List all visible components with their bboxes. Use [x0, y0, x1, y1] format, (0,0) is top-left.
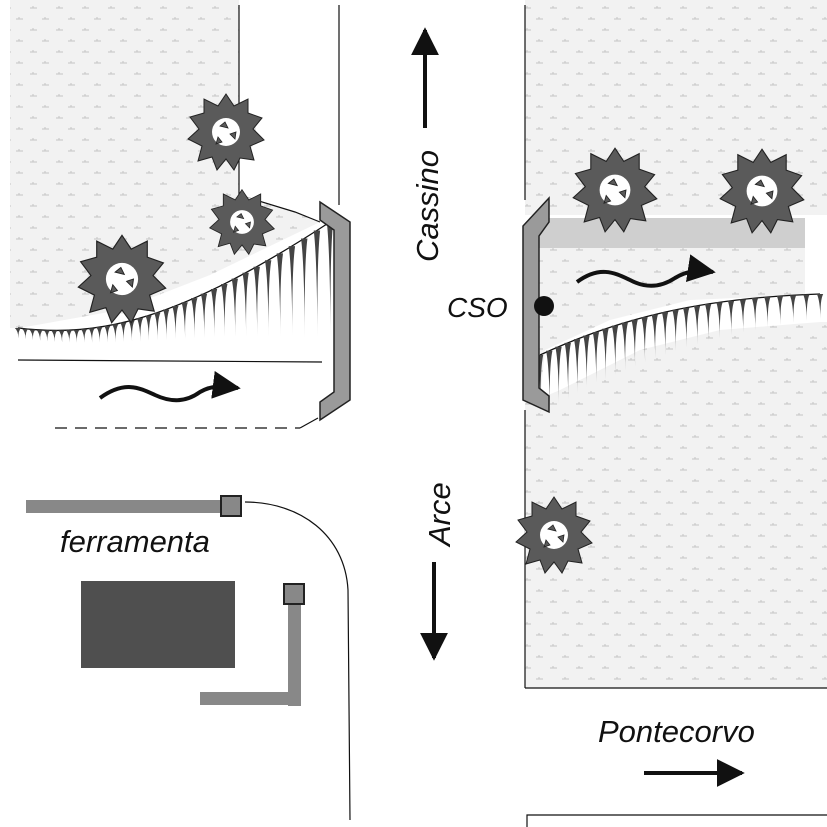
slope-tick: [326, 222, 334, 338]
slope-tick: [546, 350, 553, 410]
wavy-flow-arrow-icon: [98, 370, 241, 403]
slope-tick: [682, 307, 690, 348]
slope-tick: [602, 328, 609, 380]
slope-tick: [611, 325, 619, 375]
slope-tick: [172, 305, 179, 340]
wavy-flow-arrow-icon: [575, 254, 716, 288]
slope-tick: [29, 329, 36, 341]
slope-tick: [536, 355, 544, 415]
slope-tick: [751, 298, 759, 330]
direction-arrows: [411, 27, 745, 787]
canal-dashed-link: [299, 417, 319, 429]
slope-tick: [789, 295, 797, 323]
label-arce: Arce: [422, 482, 457, 548]
embankment-left: [14, 221, 334, 343]
slope-tick: [104, 325, 111, 343]
slope-tick: [739, 299, 747, 333]
slope-tick: [651, 314, 658, 359]
field-right-middle: [525, 248, 805, 410]
slope-tick: [181, 302, 188, 339]
fence-bottom: [200, 692, 301, 705]
slope-tick: [210, 289, 218, 338]
slope-tick: [661, 312, 669, 355]
slope-tick: [573, 339, 581, 394]
road-edges: [17, 5, 827, 827]
slope-tick: [145, 315, 152, 341]
slope-tick: [43, 330, 51, 342]
slope-tick: [154, 312, 161, 341]
slope-tick: [112, 324, 119, 343]
slope-tick: [22, 328, 29, 340]
slope-tick: [88, 328, 95, 343]
slope-tick: [65, 330, 73, 343]
slope-tick: [80, 329, 88, 343]
slope-tick: [162, 309, 170, 340]
slope-tick: [716, 302, 723, 339]
slope-tick: [276, 253, 284, 337]
flow-arrows: [98, 254, 716, 403]
embankment-right-hatching: [536, 294, 824, 415]
slope-tick: [221, 283, 228, 337]
slope-tick: [58, 330, 65, 343]
fence-post-a: [220, 495, 242, 517]
slope-tick: [14, 328, 22, 339]
slope-tick: [253, 266, 260, 337]
embankment-right: [536, 293, 824, 415]
slope-tick: [641, 317, 648, 363]
curb-corner: [244, 501, 351, 821]
slope-tick: [631, 319, 638, 367]
slope-tick: [73, 329, 80, 343]
slope-tick: [264, 260, 272, 336]
bridge-parapet-left: [319, 200, 351, 422]
slope-tick: [288, 246, 296, 337]
slope-tick: [96, 327, 103, 343]
slope-tick: [120, 322, 127, 343]
slope-tick: [231, 278, 239, 337]
embankment-left-hatching: [14, 222, 334, 343]
slope-tick: [301, 238, 308, 337]
slope-tick: [776, 296, 784, 326]
slope-tick: [128, 320, 135, 342]
label-pontecorvo: Pontecorvo: [598, 714, 755, 749]
slope-tick: [136, 318, 144, 342]
label-cso: CSO: [447, 292, 508, 323]
label-cassino: Cassino: [410, 150, 445, 262]
fence-horizontal: [26, 500, 231, 513]
slope-tick: [672, 309, 679, 352]
field-right-lower: [525, 322, 827, 688]
slope-tick: [36, 329, 43, 341]
fence-post-b: [283, 583, 305, 605]
slope-tick: [583, 335, 590, 389]
slope-tick: [693, 305, 701, 345]
slope-tick: [200, 293, 208, 338]
slope-tick: [313, 230, 321, 337]
cso-marker: [534, 296, 554, 316]
slope-tick: [803, 294, 810, 321]
slope-tick: [727, 300, 735, 336]
slope-tick: [242, 272, 249, 337]
cross-road-edge-bottom: [526, 814, 827, 827]
slope-tick: [555, 346, 562, 405]
ferramenta-site: [26, 495, 305, 706]
canal-bank-left-lower: [17, 359, 323, 363]
slope-tick: [704, 303, 712, 342]
slope-tick: [51, 330, 58, 342]
slope-tick: [190, 298, 198, 339]
slope-tick: [592, 332, 600, 385]
building-block: [81, 581, 235, 668]
embankment-left-crest: [17, 221, 331, 332]
slope-tick: [564, 342, 571, 399]
fence-vertical: [288, 598, 301, 706]
slope-tick: [621, 322, 628, 371]
slope-tick: [764, 296, 771, 328]
slope-tick: [816, 294, 824, 319]
field-top-left: [10, 0, 320, 328]
label-ferramenta: ferramenta: [60, 524, 210, 559]
